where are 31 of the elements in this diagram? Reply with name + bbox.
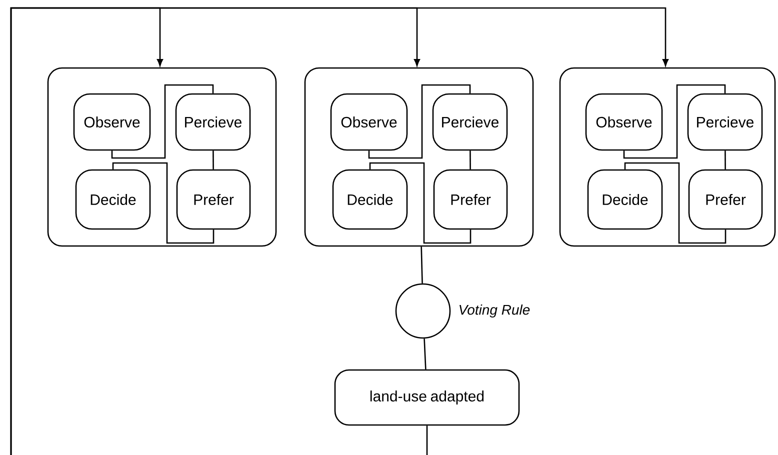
- step-box: Observe: [585, 93, 663, 151]
- connector: [426, 426, 428, 455]
- connector: [624, 162, 726, 244]
- agent-box: [304, 67, 534, 247]
- step-box: Observe: [73, 93, 151, 151]
- connector: [623, 84, 726, 159]
- step-box: Decide: [332, 169, 408, 230]
- step-box: Observe: [330, 93, 408, 151]
- agent-box: [47, 67, 277, 247]
- step-box: Decide: [75, 169, 151, 230]
- connector: [368, 84, 471, 159]
- rule-label: Voting Rule: [460, 304, 530, 318]
- step-box: Prefer: [433, 169, 508, 230]
- step-box: Percieve: [175, 93, 251, 151]
- step-box: Percieve: [432, 93, 508, 151]
- connector: [111, 84, 214, 159]
- connector: [112, 162, 214, 244]
- connector: [369, 162, 472, 244]
- connector: [724, 150, 726, 170]
- connector: [470, 150, 471, 170]
- connector: [424, 338, 426, 370]
- step-box: Decide: [587, 169, 663, 230]
- connector: [10, 7, 668, 455]
- agent-box: [559, 67, 776, 247]
- step-box: Prefer: [176, 169, 251, 230]
- step-box: Percieve: [687, 93, 763, 151]
- decision-circle: [395, 283, 451, 339]
- connector: [420, 246, 423, 284]
- connector: [212, 150, 214, 170]
- step-box: Prefer: [688, 169, 763, 230]
- outcome-box: land-use adapted: [334, 369, 520, 426]
